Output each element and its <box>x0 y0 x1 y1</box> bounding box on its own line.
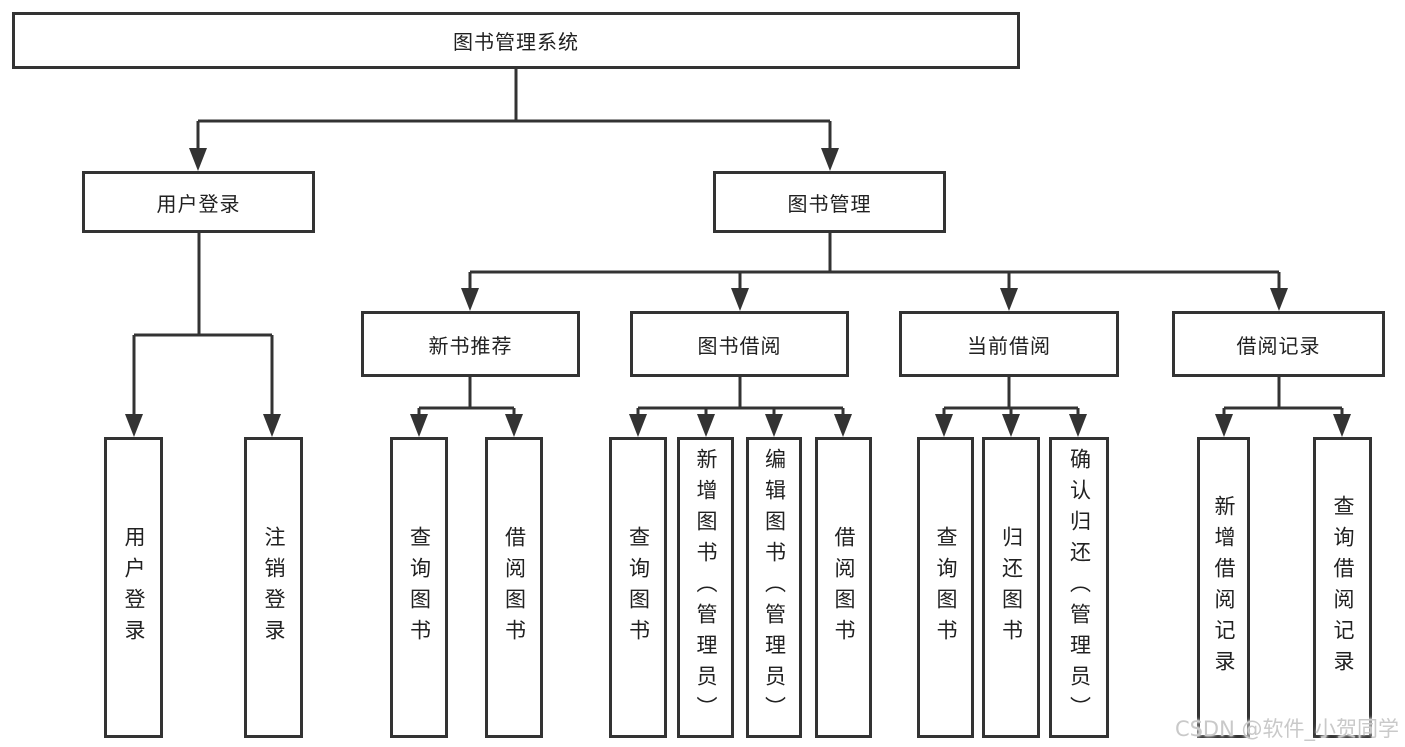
node-current-borrow: 当前借阅 <box>899 311 1119 377</box>
arrow-down-icon <box>263 414 281 437</box>
node-new-book-rec: 新书推荐 <box>361 311 580 377</box>
node-bb-query-books: 查询图书 <box>609 437 667 738</box>
node-label: 确认归还（管理员） <box>1067 448 1092 727</box>
arrow-down-icon <box>505 414 523 437</box>
node-book-mgmt: 图书管理 <box>713 171 946 233</box>
arrow-down-icon <box>1215 414 1233 437</box>
node-cb-confirm-return-admin: 确认归还（管理员） <box>1049 437 1109 738</box>
node-leaf-logout: 注销登录 <box>244 437 303 738</box>
connector-book-mgmt-children <box>461 233 1288 311</box>
arrow-down-icon <box>821 148 839 171</box>
node-label: 借阅记录 <box>1236 333 1321 358</box>
node-root: 图书管理系统 <box>12 12 1020 69</box>
node-book-borrow: 图书借阅 <box>630 311 849 377</box>
arrow-down-icon <box>765 414 783 437</box>
arrow-down-icon <box>461 288 479 311</box>
node-bb-edit-books-admin: 编辑图书（管理员） <box>746 437 802 738</box>
node-label: 图书管理 <box>787 191 872 216</box>
csdn-watermark: CSDN @软件_小贺同学 <box>1174 717 1399 741</box>
node-label: 归还图书 <box>999 525 1024 650</box>
node-label: 查询图书 <box>407 525 432 650</box>
node-label: 当前借阅 <box>967 333 1051 358</box>
node-label: 借阅图书 <box>502 525 527 650</box>
connector-new-book-rec-children <box>410 377 523 437</box>
node-br-query-record: 查询借阅记录 <box>1313 437 1372 738</box>
node-label: 新增借阅记录 <box>1212 494 1236 681</box>
node-label: 新增图书（管理员） <box>694 448 718 727</box>
arrow-down-icon <box>834 414 852 437</box>
arrow-down-icon <box>935 414 953 437</box>
node-label: 查询图书 <box>934 525 958 650</box>
connector-borrow-records-children <box>1215 377 1351 437</box>
arrow-down-icon <box>1333 414 1351 437</box>
node-label: 用户登录 <box>156 191 241 216</box>
arrow-down-icon <box>189 148 207 171</box>
node-label: 用户登录 <box>122 525 146 650</box>
connector-book-borrow-children <box>629 377 852 437</box>
node-label: 查询借阅记录 <box>1331 494 1355 681</box>
node-cb-query-books: 查询图书 <box>917 437 974 738</box>
node-borrow-records: 借阅记录 <box>1172 311 1385 377</box>
arrow-down-icon <box>1000 288 1018 311</box>
node-nbr-borrow-books: 借阅图书 <box>485 437 543 738</box>
node-user-login: 用户登录 <box>82 171 315 233</box>
node-label: 注销登录 <box>262 525 286 650</box>
node-nbr-query-books: 查询图书 <box>390 437 448 738</box>
connector-user-login-children <box>125 233 281 437</box>
connector-root-to-level2 <box>189 69 839 171</box>
arrow-down-icon <box>731 288 749 311</box>
node-label: 编辑图书（管理员） <box>762 448 787 727</box>
node-label: 借阅图书 <box>832 525 856 650</box>
arrow-down-icon <box>410 414 428 437</box>
connector-current-borrow-children <box>935 377 1087 437</box>
node-leaf-user-login: 用户登录 <box>104 437 163 738</box>
arrow-down-icon <box>697 414 715 437</box>
arrow-down-icon <box>629 414 647 437</box>
node-br-add-record: 新增借阅记录 <box>1197 437 1250 738</box>
node-label: 查询图书 <box>626 525 651 650</box>
node-label: 图书借阅 <box>697 333 782 358</box>
arrow-down-icon <box>125 414 143 437</box>
node-label: 新书推荐 <box>428 333 513 358</box>
arrow-down-icon <box>1002 414 1020 437</box>
node-bb-borrow-books: 借阅图书 <box>815 437 872 738</box>
node-cb-return-books: 归还图书 <box>982 437 1040 738</box>
node-bb-add-books-admin: 新增图书（管理员） <box>677 437 734 738</box>
arrow-down-icon <box>1069 414 1087 437</box>
arrow-down-icon <box>1270 288 1288 311</box>
node-label: 图书管理系统 <box>453 30 579 54</box>
